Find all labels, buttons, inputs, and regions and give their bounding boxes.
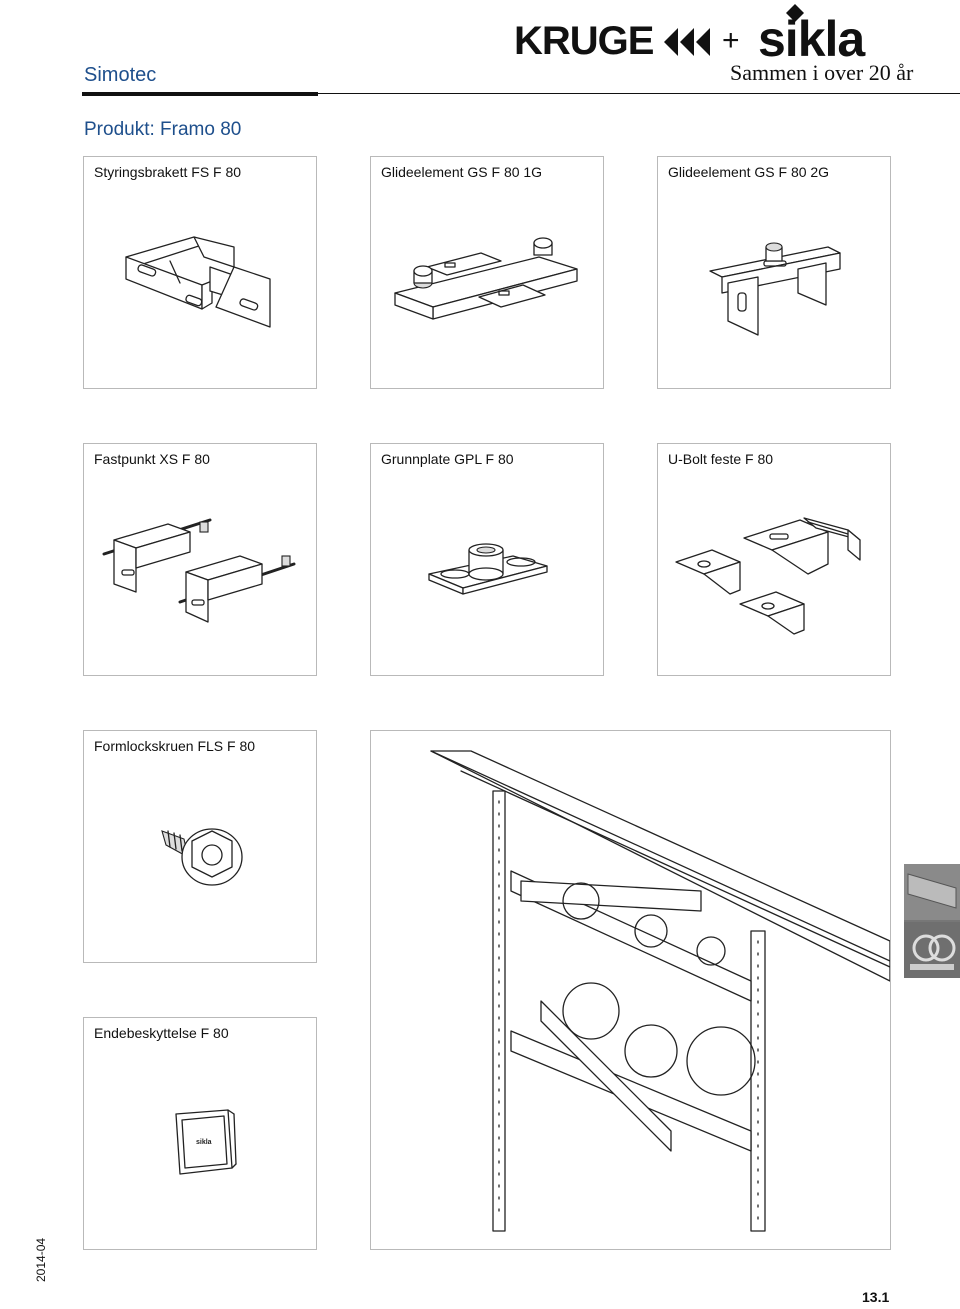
rail-and-clamp-thumbnail: [904, 864, 960, 978]
svg-text:sikla: sikla: [758, 11, 866, 67]
product-name: Grunnplate GPL F 80: [381, 451, 514, 467]
product-name: U-Bolt feste F 80: [668, 451, 774, 467]
header-rule-thin: [318, 93, 960, 94]
product-card-styringsbrakett[interactable]: Styringsbrakett FS F 80: [83, 156, 317, 389]
brand-name: Simotec: [84, 64, 157, 86]
product-card-glideelement-2g[interactable]: Glideelement GS F 80 2G: [657, 156, 891, 389]
product-card-fastpunkt[interactable]: Fastpunkt XS F 80: [83, 443, 317, 676]
slide-element-2g-icon: [709, 242, 841, 336]
product-card-grunnplate[interactable]: Grunnplate GPL F 80: [370, 443, 604, 676]
product-name: Fastpunkt XS F 80: [94, 451, 210, 467]
svg-text:sikla: sikla: [196, 1139, 212, 1146]
guide-bracket-icon: [125, 236, 271, 328]
product-card-endebeskyttelse[interactable]: Endebeskyttelse F 80 sikla: [83, 1017, 317, 1250]
page-title: Produkt: Framo 80: [84, 119, 242, 140]
slide-element-1g-icon: [394, 237, 578, 320]
svg-text:+: +: [722, 24, 740, 57]
side-thumbnail-tab[interactable]: [904, 864, 960, 978]
product-card-glideelement-1g[interactable]: Glideelement GS F 80 1G: [370, 156, 604, 389]
fixed-point-icon: [102, 518, 296, 623]
assembly-drawing: [430, 750, 890, 1232]
product-name: Styringsbrakett FS F 80: [94, 164, 242, 180]
kruge-sikla-logo: KRUGE + sikla: [514, 4, 867, 67]
screw-icon: [161, 828, 243, 886]
product-name: Endebeskyttelse F 80: [94, 1025, 229, 1041]
end-cap-icon: sikla: [175, 1109, 237, 1175]
u-bolt-bracket-icon: [675, 517, 861, 635]
assembly-drawing-card: [370, 730, 891, 1250]
page-number: 13.1: [862, 1289, 890, 1305]
product-name: Formlockskruen FLS F 80: [94, 738, 256, 754]
issue-date: 2014-04: [34, 1237, 48, 1282]
base-plate-icon: [428, 543, 548, 595]
product-card-formlockskruen[interactable]: Formlockskruen FLS F 80: [83, 730, 317, 963]
product-name: Glideelement GS F 80 2G: [668, 164, 830, 180]
product-card-u-bolt-feste[interactable]: U-Bolt feste F 80: [657, 443, 891, 676]
product-name: Glideelement GS F 80 1G: [381, 164, 543, 180]
logo-tagline: Sammen i over 20 år: [730, 60, 914, 85]
header-rule-thick: [82, 92, 318, 96]
svg-text:KRUGE: KRUGE: [514, 19, 654, 63]
